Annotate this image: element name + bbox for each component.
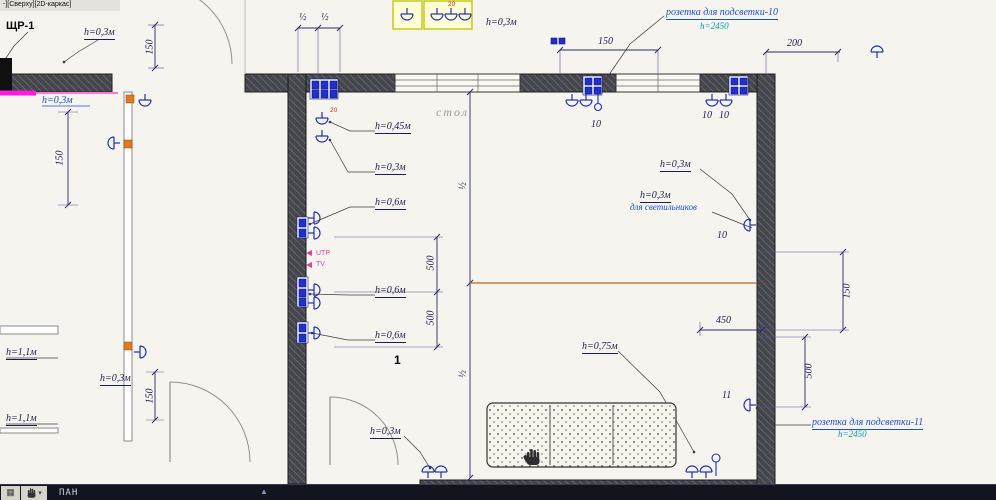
dim-150: 150 [144,388,156,404]
num-11: 11 [722,390,732,401]
mark-half: ½ [321,12,329,23]
mark-half: ½ [457,370,469,378]
command-bar[interactable]: ▦ ▾ ПАН ▲ [0,484,996,500]
dim-150: 150 [598,36,613,47]
hand-cursor-icon [523,449,540,465]
note-height: h=0,3м [100,373,131,386]
num-10: 10 [591,119,601,130]
num-10: 10 [702,110,712,121]
note-height: h=0,6м [375,330,406,343]
note-socket-11: розетка для подсветки-11 [812,417,924,430]
note-height: h=1,1м [6,413,37,426]
panel-label: ЩР-1 [6,20,35,32]
num-10: 10 [717,230,727,241]
tv-label: TV [316,261,325,268]
note-height: h=0,45м [375,121,411,134]
partitions[interactable] [0,0,246,442]
note-height: h=0,3м [370,426,401,439]
dim-450: 450 [716,315,731,326]
num-10: 10 [719,110,729,121]
table-label: стол [436,105,469,119]
group-tag: 20 [448,1,456,8]
dropdown-arrow-icon: ▾ [38,489,42,497]
mark-half: ½ [299,12,307,23]
switch-blocks[interactable] [296,37,749,344]
note-height: h=0,3м [486,17,517,28]
note-height: h=1,1м [6,347,37,360]
command-echo[interactable]: ПАН [59,487,79,498]
note-height: h=0,6м [375,197,406,210]
pan-tool-button[interactable]: ▾ [21,485,47,500]
utp-tv-marks [306,250,312,268]
orange-squares[interactable] [123,94,135,351]
dim-500: 500 [803,363,815,379]
expand-arrow-icon[interactable]: ▲ [260,487,268,496]
dim-150: 150 [54,150,66,166]
dim-150: 150 [144,39,156,55]
yellow-selection-boxes[interactable] [392,0,473,30]
note-height: h=0,3м [375,162,406,175]
note-h2450: h=2450 [838,429,867,439]
dimension-lines[interactable] [67,25,844,478]
sofa[interactable] [486,402,677,468]
note-height: h=0,3м [42,95,73,106]
pan-hand-icon [27,487,36,498]
note-height: h=0,3м [84,27,115,40]
note-h2450: h=2450 [700,21,729,31]
dim-500: 500 [425,310,437,326]
note-height: h=0,3м [660,159,691,172]
windows[interactable] [394,73,701,93]
callout-1: 1 [394,353,401,367]
group-tag: 20 [330,107,338,114]
doors[interactable] [152,0,399,466]
viewport-caption: -][Сверху][2D-каркас] [0,0,120,11]
utp-label: UTP [316,250,330,257]
layout-grid-icon[interactable]: ▦ [1,485,20,500]
dim-500: 500 [425,255,437,271]
dim-200: 200 [787,38,802,49]
mark-half: ½ [457,182,469,190]
note-height: h=0,3м [640,190,671,203]
note-socket-10: розетка для подсветки-10 [666,7,779,20]
panel-box[interactable] [0,58,12,92]
note-height: h=0,6м [375,285,406,298]
note-lights: для светильников [630,202,697,212]
note-height: h=0,75м [582,341,618,354]
dim-150: 150 [841,283,853,299]
